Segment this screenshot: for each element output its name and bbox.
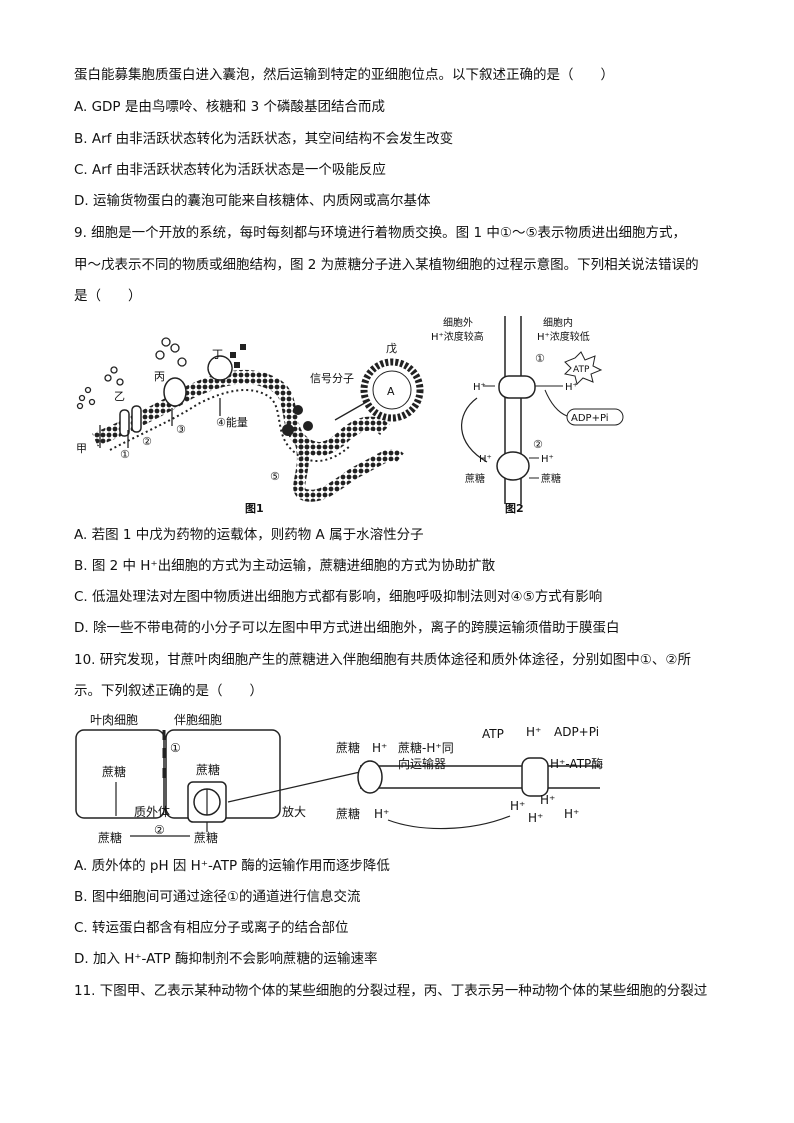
label-n2: ② (142, 435, 152, 448)
fig10-sucrose-comp: 蔗糖 (196, 762, 220, 777)
label-n3: ③ (176, 423, 186, 436)
fig10-sucrose-bottom-left: 蔗糖 (98, 830, 122, 845)
fig2-h-in-1: H⁺ (565, 382, 578, 393)
atp-burst (563, 351, 603, 385)
vesicle-wu (360, 358, 424, 422)
fig10-enlarge: 放大 (282, 804, 306, 819)
q8-option-d: D. 运输货物蛋白的囊泡可能来自核糖体、内质网或高尔基体 (74, 193, 431, 209)
q10-stem-line-2: 示。下列叙述正确的是（ ） (74, 683, 263, 699)
q9-figure-2: 细胞外 H⁺浓度较高 细胞内 H⁺浓度较低 ① ATP H⁺ H⁺ ADP+Pi… (431, 316, 624, 515)
label-wu: 戊 (386, 342, 397, 355)
fig2-n2: ② (533, 438, 543, 451)
fig2-n1: ① (535, 352, 545, 365)
fig10-sucrose-meso: 蔗糖 (102, 764, 126, 779)
h-atpase (521, 757, 549, 797)
fig10-adp: ADP+Pi (554, 725, 599, 739)
label-energy: ④能量 (216, 415, 248, 429)
fig10-mesophyll: 叶肉细胞 (90, 713, 138, 727)
q10-option-c: C. 转运蛋白都含有相应分子或离子的结合部位 (74, 920, 349, 936)
fig10-h-pump-1: H⁺ (510, 799, 525, 813)
q8-option-c: C. Arf 由非活跃状态转化为活跃状态是一个吸能反应 (74, 162, 386, 178)
sucrose-cotransporter (496, 451, 530, 481)
fig2-adp: ADP+Pi (571, 413, 609, 424)
fig10-h-bottom: H⁺ (374, 807, 389, 821)
fig2-outside-1: 细胞外 (443, 316, 473, 329)
label-bing: 丙 (154, 370, 165, 383)
fig2-outside-2: H⁺浓度较高 (431, 330, 484, 343)
figure-2-caption: 图2 (505, 502, 524, 515)
fig10-h-pump-top: H⁺ (526, 725, 541, 739)
q10-figure: 叶肉细胞 伴胞细胞 ① 蔗糖 质外体 蔗糖 蔗糖 ② 蔗糖 放大 蔗糖 H⁺ 蔗… (75, 713, 603, 845)
fig10-atpase: H⁺-ATP酶 (550, 756, 603, 771)
label-yi: 乙 (114, 390, 125, 403)
q9-stem-line-2: 甲～戊表示不同的物质或细胞结构，图 2 为蔗糖分子进入某植物细胞的过程示意图。下… (74, 257, 699, 273)
fig10-companion: 伴胞细胞 (174, 713, 222, 727)
fig10-cotransporter-1: 蔗糖-H⁺同 (398, 740, 454, 755)
label-jia: 甲 (76, 442, 87, 455)
membrane-bilayer (92, 369, 390, 456)
fig10-atp: ATP (482, 727, 504, 741)
fig2-sucrose-out: 蔗糖 (465, 472, 485, 485)
q9-stem-line-1: 9. 细胞是一个开放的系统，每时每刻都与环境进行着物质交换。图 1 中①～⑤表示… (74, 225, 687, 241)
fig10-cotransporter-2: 向运输器 (398, 756, 446, 771)
q8-option-b: B. Arf 由非活跃状态转化为活跃状态，其空间结构不会发生改变 (74, 131, 454, 147)
label-ding: 丁 (212, 348, 223, 361)
fig10-sucrose-bottom-right: 蔗糖 (194, 830, 218, 845)
small-molecules (76, 337, 187, 410)
fig2-inside-2: H⁺浓度较低 (537, 330, 590, 343)
cotransporter (357, 760, 383, 794)
q10-stem-line-1: 10. 研究发现，甘蔗叶肉细胞产生的蔗糖进入伴胞细胞有共质体途径和质外体途径，分… (74, 652, 691, 668)
q10-option-b: B. 图中细胞间可通过途径①的通道进行信息交流 (74, 889, 361, 905)
label-A: A (387, 385, 395, 398)
fig10-h-pump-2: H⁺ (540, 793, 555, 807)
q8-stem: 蛋白能募集胞质蛋白进入囊泡，然后运输到特定的亚细胞位点。以下叙述正确的是（ ） (74, 67, 614, 83)
fig2-h-out-2: H⁺ (479, 454, 492, 465)
fig10-h-top: H⁺ (372, 741, 387, 755)
q9-option-c: C. 低温处理法对左图中物质进出细胞方式都有影响，细胞呼吸抑制法则对④⑤方式有影… (74, 589, 603, 605)
q9-option-b: B. 图 2 中 H⁺出细胞的方式为主动运输，蔗糖进细胞的方式为协助扩散 (74, 558, 496, 574)
figure-1-caption: 图1 (245, 502, 264, 515)
fig10-apoplast: 质外体 (134, 805, 170, 819)
fig2-atp: ATP (573, 365, 590, 375)
proton-pump (498, 375, 536, 399)
q9-option-d: D. 除一些不带电荷的小分子可以左图中甲方式进出细胞外，离子的跨膜运输须借助于膜… (74, 620, 620, 636)
label-signal: 信号分子 (310, 372, 354, 385)
q11-stem-line-1: 11. 下图甲、乙表示某种动物个体的某些细胞的分裂过程，丙、丁表示另一种动物个体… (74, 983, 708, 999)
fig10-n1: ① (170, 741, 181, 755)
fig10-sucrose-top: 蔗糖 (336, 740, 360, 755)
q9-stem-line-3: 是（ ） (74, 288, 142, 304)
fig2-inside-1: 细胞内 (543, 316, 573, 329)
fig2-sucrose-in: 蔗糖 (541, 472, 561, 485)
fig10-n2: ② (154, 823, 165, 837)
q9-option-a: A. 若图 1 中戊为药物的运载体，则药物 A 属于水溶性分子 (74, 527, 424, 543)
fig2-h-out-1: H⁺ (473, 382, 486, 393)
label-n5: ⑤ (270, 470, 280, 483)
q10-option-d: D. 加入 H⁺-ATP 酶抑制剂不会影响蔗糖的运输速率 (74, 951, 378, 967)
fig10-sucrose-bottom: 蔗糖 (336, 806, 360, 821)
fig2-h-in-2: H⁺ (541, 454, 554, 465)
q8-option-a: A. GDP 是由鸟嘌呤、核糖和 3 个磷酸基团结合而成 (74, 99, 386, 115)
fig10-h-pump-4: H⁺ (564, 807, 579, 821)
q10-option-a: A. 质外体的 pH 因 H⁺-ATP 酶的运输作用而逐步降低 (74, 858, 390, 874)
fig10-h-pump-3: H⁺ (528, 811, 543, 825)
q9-figure-1: 甲 乙 丙 丁 戊 信号分子 A ④能量 ① ② ③ ⑤ 图1 (76, 337, 424, 515)
label-n1: ① (120, 448, 130, 461)
